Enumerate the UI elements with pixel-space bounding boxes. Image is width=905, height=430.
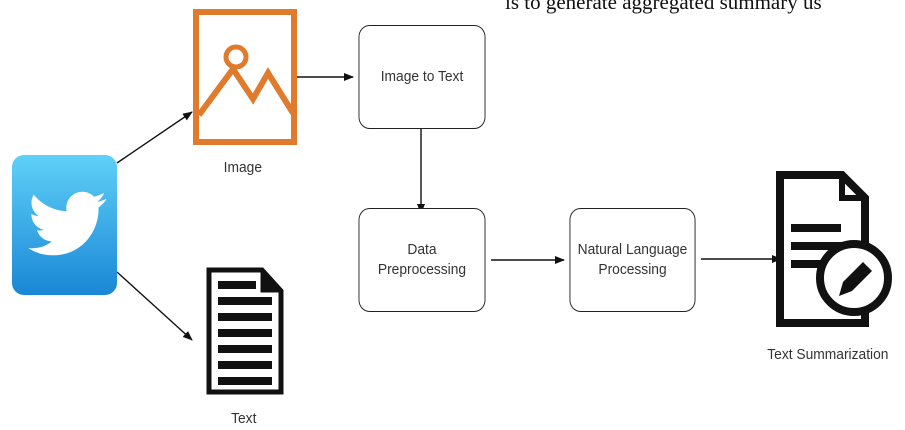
twitter-bird-icon	[12, 155, 117, 295]
image-picture-icon	[193, 9, 297, 145]
data-preprocessing-node: Data Preprocessing	[358, 208, 486, 312]
nlp-label: Natural Language Processing	[577, 240, 688, 278]
text-label: Text	[231, 410, 257, 427]
edge-twitter-to-image	[116, 111, 193, 164]
image-to-text-node: Image to Text	[358, 25, 486, 129]
data-preprocessing-label: Data Preprocessing	[377, 240, 467, 278]
text-summarization-label: Text Summarization	[767, 346, 889, 363]
edge-twitter-to-text	[116, 271, 193, 341]
nlp-node: Natural Language Processing	[569, 208, 696, 312]
document-edit-icon	[775, 170, 893, 328]
text-document-icon	[206, 267, 284, 395]
image-to-text-label: Image to Text	[380, 67, 464, 85]
cropped-caption-text: is to generate aggregated summary us	[505, 0, 822, 14]
image-label: Image	[223, 159, 263, 176]
